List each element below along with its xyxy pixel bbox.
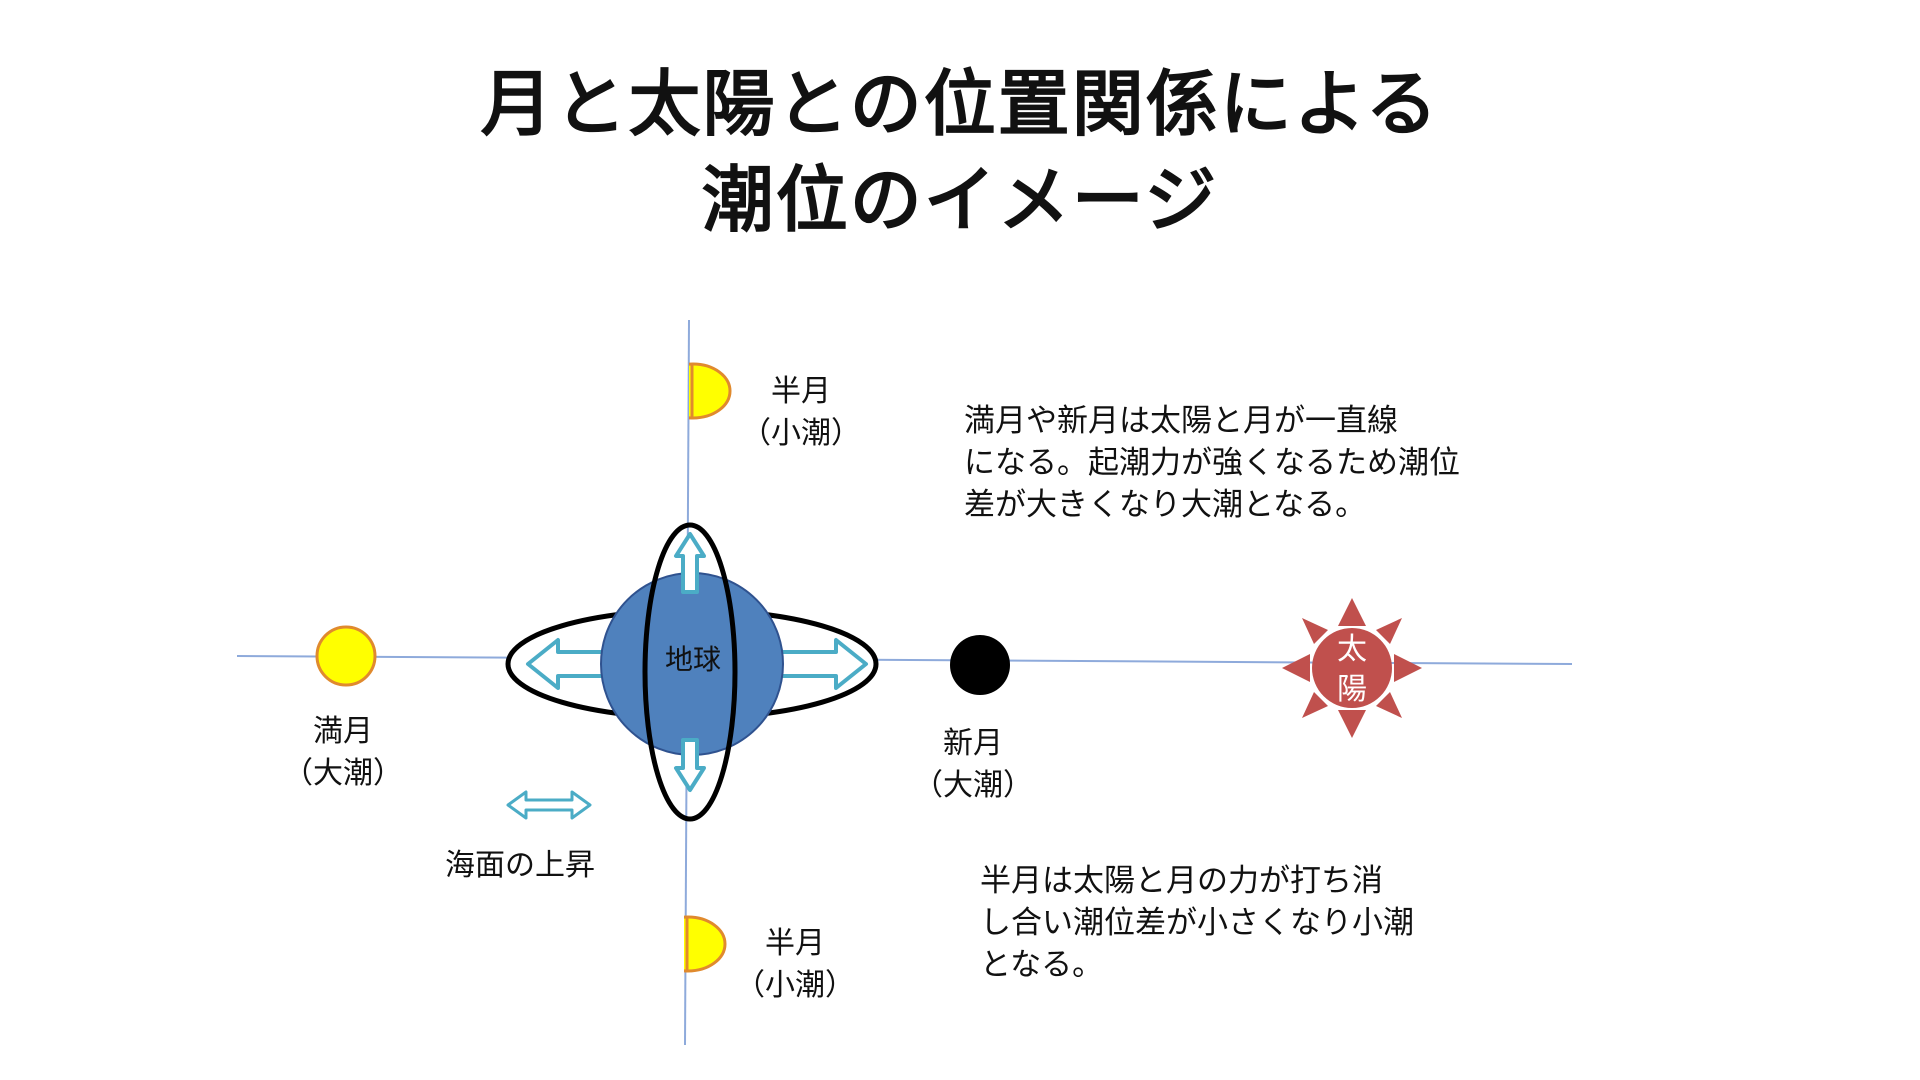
half-moon-top-sub: （小潮） <box>741 416 861 451</box>
sun <box>1282 598 1422 738</box>
sun-label-line-1: 太 <box>1337 632 1367 667</box>
full-moon-sub: （大潮） <box>283 756 403 791</box>
neap-tide-note-line-2: し合い潮位差が小さくなり小潮 <box>980 905 1414 941</box>
new-moon-label: 新月 <box>943 726 1003 761</box>
sun-label-line-2: 陽 <box>1337 672 1367 707</box>
spring-tide-note-line-1: 満月や新月は太陽と月が一直線 <box>964 403 1398 439</box>
half-moon-bottom <box>684 915 727 973</box>
half-moon-bottom-label: 半月 <box>765 926 825 961</box>
title-line-1: 月と太陽との位置関係による <box>480 62 1440 146</box>
spring-tide-note: 満月や新月は太陽と月が一直線 になる。起潮力が強くなるため潮位 差が大きくなり大… <box>964 400 1460 526</box>
half-moon-bottom-sub: （小潮） <box>735 968 855 1003</box>
title-line-2: 潮位のイメージ <box>701 158 1219 242</box>
new-moon <box>950 635 1010 695</box>
legend-label: 海面の上昇 <box>445 848 595 883</box>
earth-label: 地球 <box>664 643 721 676</box>
bulge-arrow-down <box>674 738 706 792</box>
half-moon-top-label: 半月 <box>771 374 831 409</box>
legend-double-arrow <box>506 790 592 820</box>
neap-tide-note-line-3: となる。 <box>980 947 1104 983</box>
half-moon-top <box>689 362 732 420</box>
spring-tide-note-line-3: 差が大きくなり大潮となる。 <box>964 487 1367 523</box>
neap-tide-note-line-1: 半月は太陽と月の力が打ち消 <box>980 863 1383 899</box>
full-moon-label: 満月 <box>313 714 373 749</box>
spring-tide-note-line-2: になる。起潮力が強くなるため潮位 <box>964 445 1460 481</box>
new-moon-sub: （大潮） <box>913 768 1033 803</box>
vertical-tidal-bulge <box>642 522 738 822</box>
bulge-arrow-up <box>674 532 706 594</box>
neap-tide-note: 半月は太陽と月の力が打ち消 し合い潮位差が小さくなり小潮 となる。 <box>980 860 1414 986</box>
full-moon <box>315 625 377 687</box>
